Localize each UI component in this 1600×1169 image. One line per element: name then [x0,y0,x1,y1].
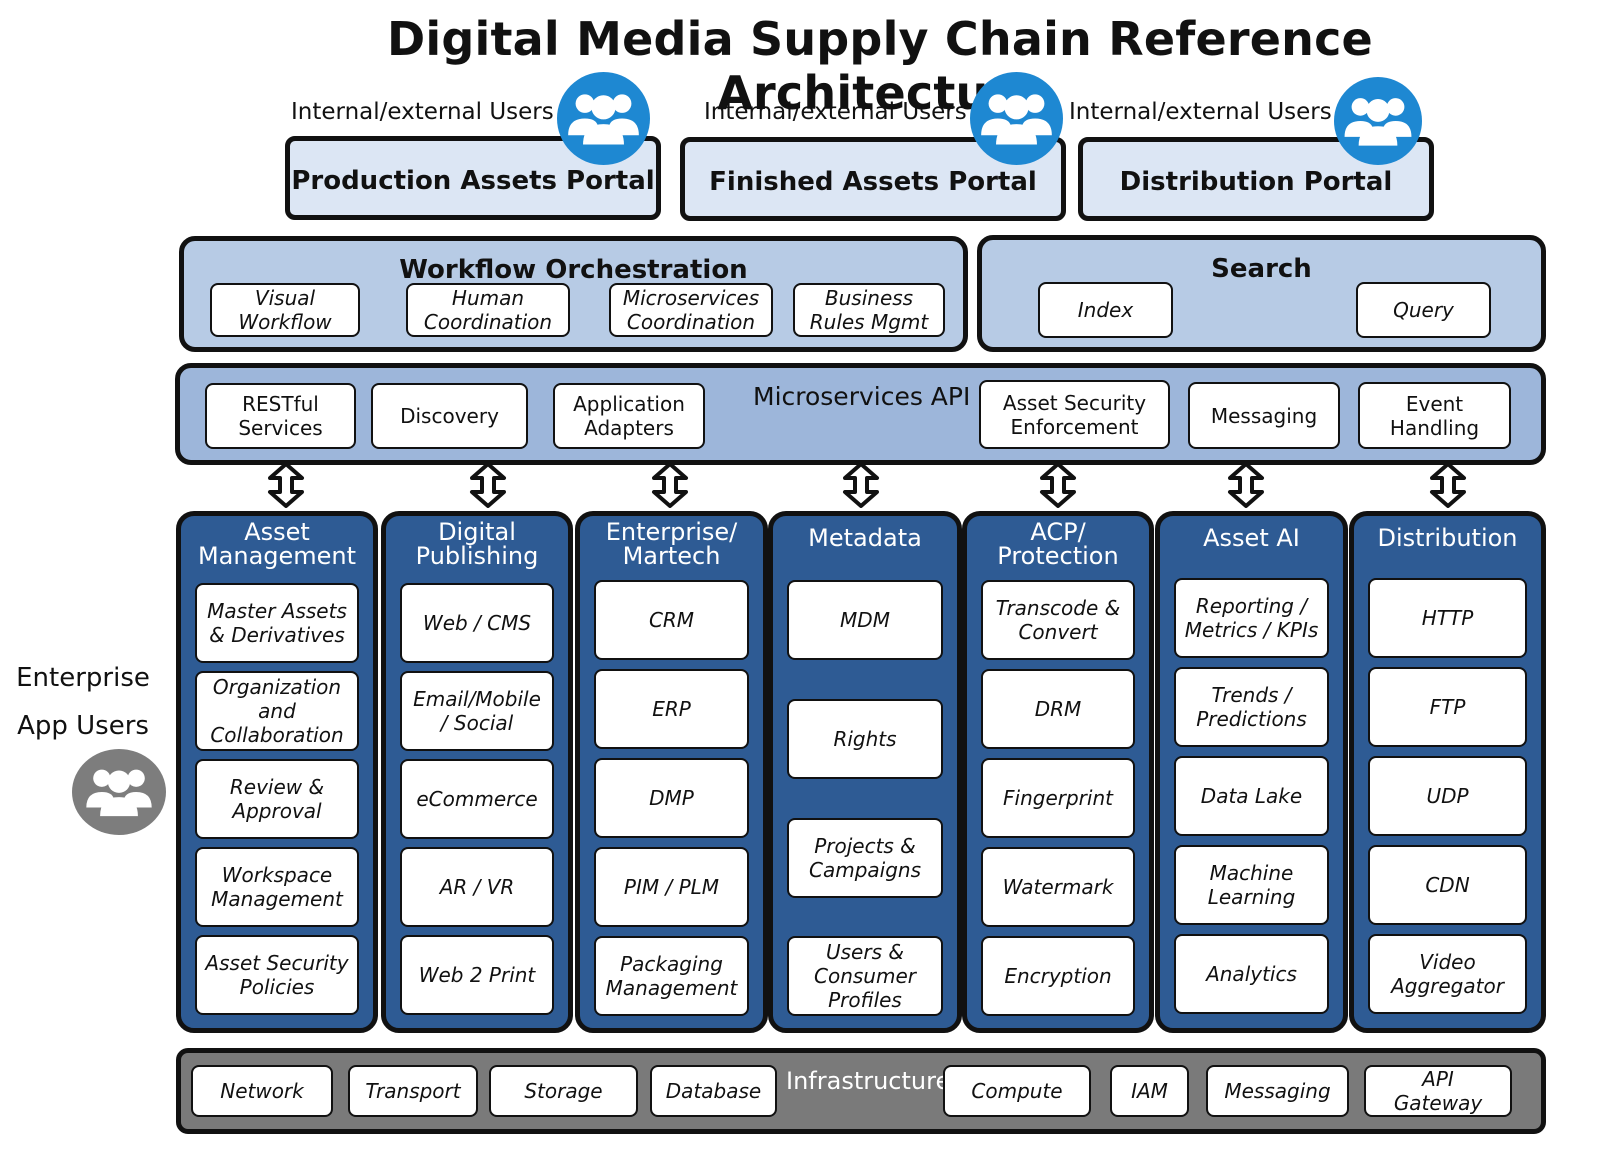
column-item: CDN [1368,845,1527,925]
double-arrow-icon [470,462,506,508]
api-item: Application Adapters [553,383,705,449]
column-item: Machine Learning [1174,845,1329,925]
column-item: AR / VR [400,847,554,927]
double-arrow-icon [652,462,688,508]
column-item: MDM [787,580,943,660]
column-distribution: Distribution HTTP FTP UDP CDN Video Aggr… [1349,511,1546,1033]
column-item: HTTP [1368,578,1527,658]
infrastructure-item: Database [650,1065,777,1117]
infrastructure-item: Compute [943,1065,1091,1117]
column-item: CRM [594,580,749,660]
column-acp-protection: ACP/ Protection Transcode & Convert DRM … [962,511,1154,1033]
infrastructure-item: Messaging [1206,1065,1349,1117]
workflow-item: Microservices Coordination [609,283,773,337]
column-item: Master Assets & Derivatives [195,583,359,663]
column-item: eCommerce [400,759,554,839]
infrastructure-item: IAM [1110,1065,1189,1117]
column-item: Reporting / Metrics / KPIs [1174,578,1329,658]
microservices-api-title: Microservices API [753,382,971,411]
column-asset-management: Asset Management Master Assets & Derivat… [176,511,378,1033]
column-item: Workspace Management [195,847,359,927]
column-item: Organization and Collaboration [195,671,359,751]
column-item: Analytics [1174,934,1329,1014]
api-item: Event Handling [1358,382,1511,449]
portal-users-label: Internal/external Users [704,99,967,125]
infrastructure-item: Transport [348,1065,478,1117]
column-item: Fingerprint [981,758,1135,838]
column-item: PIM / PLM [594,847,749,927]
search-title: Search [1211,254,1312,284]
column-item: DRM [981,669,1135,749]
infrastructure-item: API Gateway [1364,1065,1512,1117]
column-title: Distribution [1377,524,1518,552]
column-item: Trends / Predictions [1174,667,1329,747]
column-item: Watermark [981,847,1135,927]
api-item: Asset Security Enforcement [979,380,1170,449]
workflow-item: Visual Workflow [210,283,360,337]
column-item: Email/Mobile / Social [400,671,554,751]
column-item: Review & Approval [195,759,359,839]
double-arrow-icon [1040,462,1076,508]
workflow-item: Business Rules Mgmt [793,283,945,337]
double-arrow-icon [1228,462,1264,508]
users-group-icon [970,72,1063,165]
enterprise-app-users-label: Enterprise App Users [16,663,150,741]
production-assets-portal: Production Assets Portal [285,136,661,220]
column-item: Web / CMS [400,583,554,663]
double-arrow-icon [1430,462,1466,508]
api-item: Messaging [1188,382,1340,449]
infrastructure-item: Storage [489,1065,638,1117]
column-item: Data Lake [1174,756,1329,836]
workflow-item: Human Coordination [406,283,570,337]
column-item: DMP [594,758,749,838]
column-item: ERP [594,669,749,749]
column-title: Metadata [808,524,922,552]
workflow-orchestration-panel: Workflow Orchestration Visual Workflow H… [179,236,968,352]
column-item: Video Aggregator [1368,934,1527,1014]
workflow-orchestration-title: Workflow Orchestration [399,255,748,285]
column-metadata: Metadata MDM Rights Projects & Campaigns… [768,511,962,1033]
api-item: Discovery [371,383,528,449]
portal-users-label: Internal/external Users [291,99,554,125]
column-item: FTP [1368,667,1527,747]
double-arrow-icon [843,462,879,508]
column-title: ACP/ Protection [997,518,1119,570]
column-item: Packaging Management [594,936,749,1016]
double-arrow-icon [268,462,304,508]
column-title: Enterprise/ Martech [605,518,738,570]
search-panel: Search Index Query [977,235,1546,352]
infrastructure-item: Network [191,1065,333,1117]
infrastructure-title: Infrastructure [786,1067,951,1095]
users-group-icon [1334,77,1422,165]
column-item: Web 2 Print [400,935,554,1015]
column-enterprise-martech: Enterprise/ Martech CRM ERP DMP PIM / PL… [575,511,768,1033]
column-title: Asset Management [197,518,357,570]
search-item-index: Index [1038,282,1173,338]
column-title: Digital Publishing [415,518,539,570]
column-item: Transcode & Convert [981,580,1135,660]
search-item-query: Query [1356,282,1491,338]
microservices-api-panel: Microservices API RESTful Services Disco… [175,363,1546,465]
portal-users-label: Internal/external Users [1069,99,1332,125]
column-item: Projects & Campaigns [787,818,943,898]
column-digital-publishing: Digital Publishing Web / CMS Email/Mobil… [381,511,573,1033]
column-title: Asset AI [1203,524,1300,552]
api-item: RESTful Services [205,383,356,449]
column-item: Encryption [981,936,1135,1016]
infrastructure-panel: Infrastructure Network Transport Storage… [176,1048,1546,1134]
column-item: UDP [1368,756,1527,836]
users-group-icon [72,749,166,835]
users-group-icon [557,72,650,165]
column-asset-ai: Asset AI Reporting / Metrics / KPIs Tren… [1155,511,1348,1033]
column-item: Users & Consumer Profiles [787,936,943,1016]
column-item: Rights [787,699,943,779]
column-item: Asset Security Policies [195,935,359,1015]
